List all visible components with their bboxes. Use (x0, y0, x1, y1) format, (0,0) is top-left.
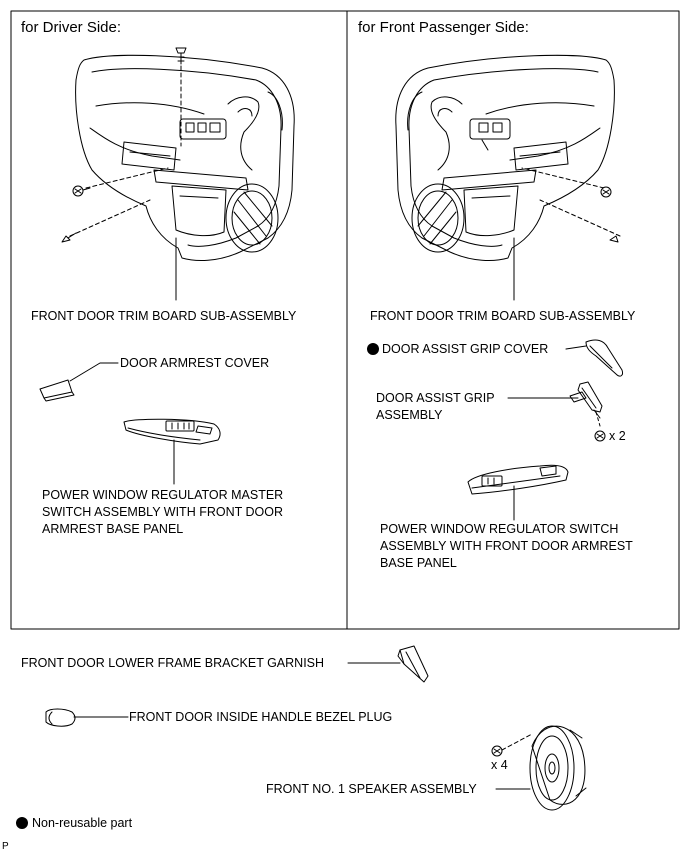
grip-assembly-label: DOOR ASSIST GRIP ASSEMBLY (376, 391, 495, 422)
master-switch-label: POWER WINDOW REGULATOR MASTER SWITCH ASS… (42, 488, 284, 536)
grip-cover-part (585, 339, 623, 377)
footer-mark: P (2, 841, 9, 852)
driver-trim-label: FRONT DOOR TRIM BOARD SUB-ASSEMBLY (31, 309, 297, 323)
bracket-garnish-label: FRONT DOOR LOWER FRAME BRACKET GARNISH (21, 656, 325, 670)
bracket-garnish-part (397, 645, 429, 683)
armrest-cover-leader (69, 362, 119, 382)
bezel-plug-part (45, 708, 76, 727)
grip-cover-leader (565, 345, 587, 350)
speaker-part (529, 725, 587, 811)
grip-screw-qty: x 2 (609, 429, 626, 443)
grip-screw-icon (594, 430, 606, 442)
passenger-switch-part (467, 464, 569, 495)
passenger-switch-label: POWER WINDOW REGULATOR SWITCH ASSEMBLY W… (380, 522, 633, 570)
speaker-screw-qty: x 4 (491, 758, 508, 772)
driver-side-header: for Driver Side: (21, 19, 122, 36)
master-switch-part (123, 418, 221, 445)
non-reusable-legend: Non-reusable part (32, 816, 133, 830)
grip-cover-label: DOOR ASSIST GRIP COVER (382, 342, 549, 356)
armrest-cover-part (39, 379, 75, 402)
grip-screw-dashed (595, 411, 601, 427)
passenger-screw-lower-icon (609, 235, 619, 243)
bezel-plug-label: FRONT DOOR INSIDE HANDLE BEZEL PLUG (129, 710, 393, 724)
speaker-screw-icon (491, 745, 503, 757)
legend-bullet-icon (16, 817, 28, 829)
passenger-side-header: for Front Passenger Side: (358, 19, 529, 36)
driver-clip-icon (175, 47, 187, 65)
passenger-door-trim-board-drawing (395, 54, 621, 261)
speaker-label: FRONT NO. 1 SPEAKER ASSEMBLY (266, 782, 477, 796)
passenger-panel-frame (346, 10, 680, 630)
non-reusable-marker-icon (367, 343, 379, 355)
passenger-screw-upper-icon (600, 186, 612, 198)
speaker-screw-dashed (501, 733, 533, 751)
passenger-trim-label: FRONT DOOR TRIM BOARD SUB-ASSEMBLY (370, 309, 636, 323)
driver-screw-upper-icon (72, 185, 91, 197)
armrest-cover-label: DOOR ARMREST COVER (120, 356, 270, 370)
driver-screw-lower-icon (61, 232, 77, 243)
driver-door-trim-board-drawing (69, 54, 295, 261)
grip-assembly-part (569, 381, 603, 419)
